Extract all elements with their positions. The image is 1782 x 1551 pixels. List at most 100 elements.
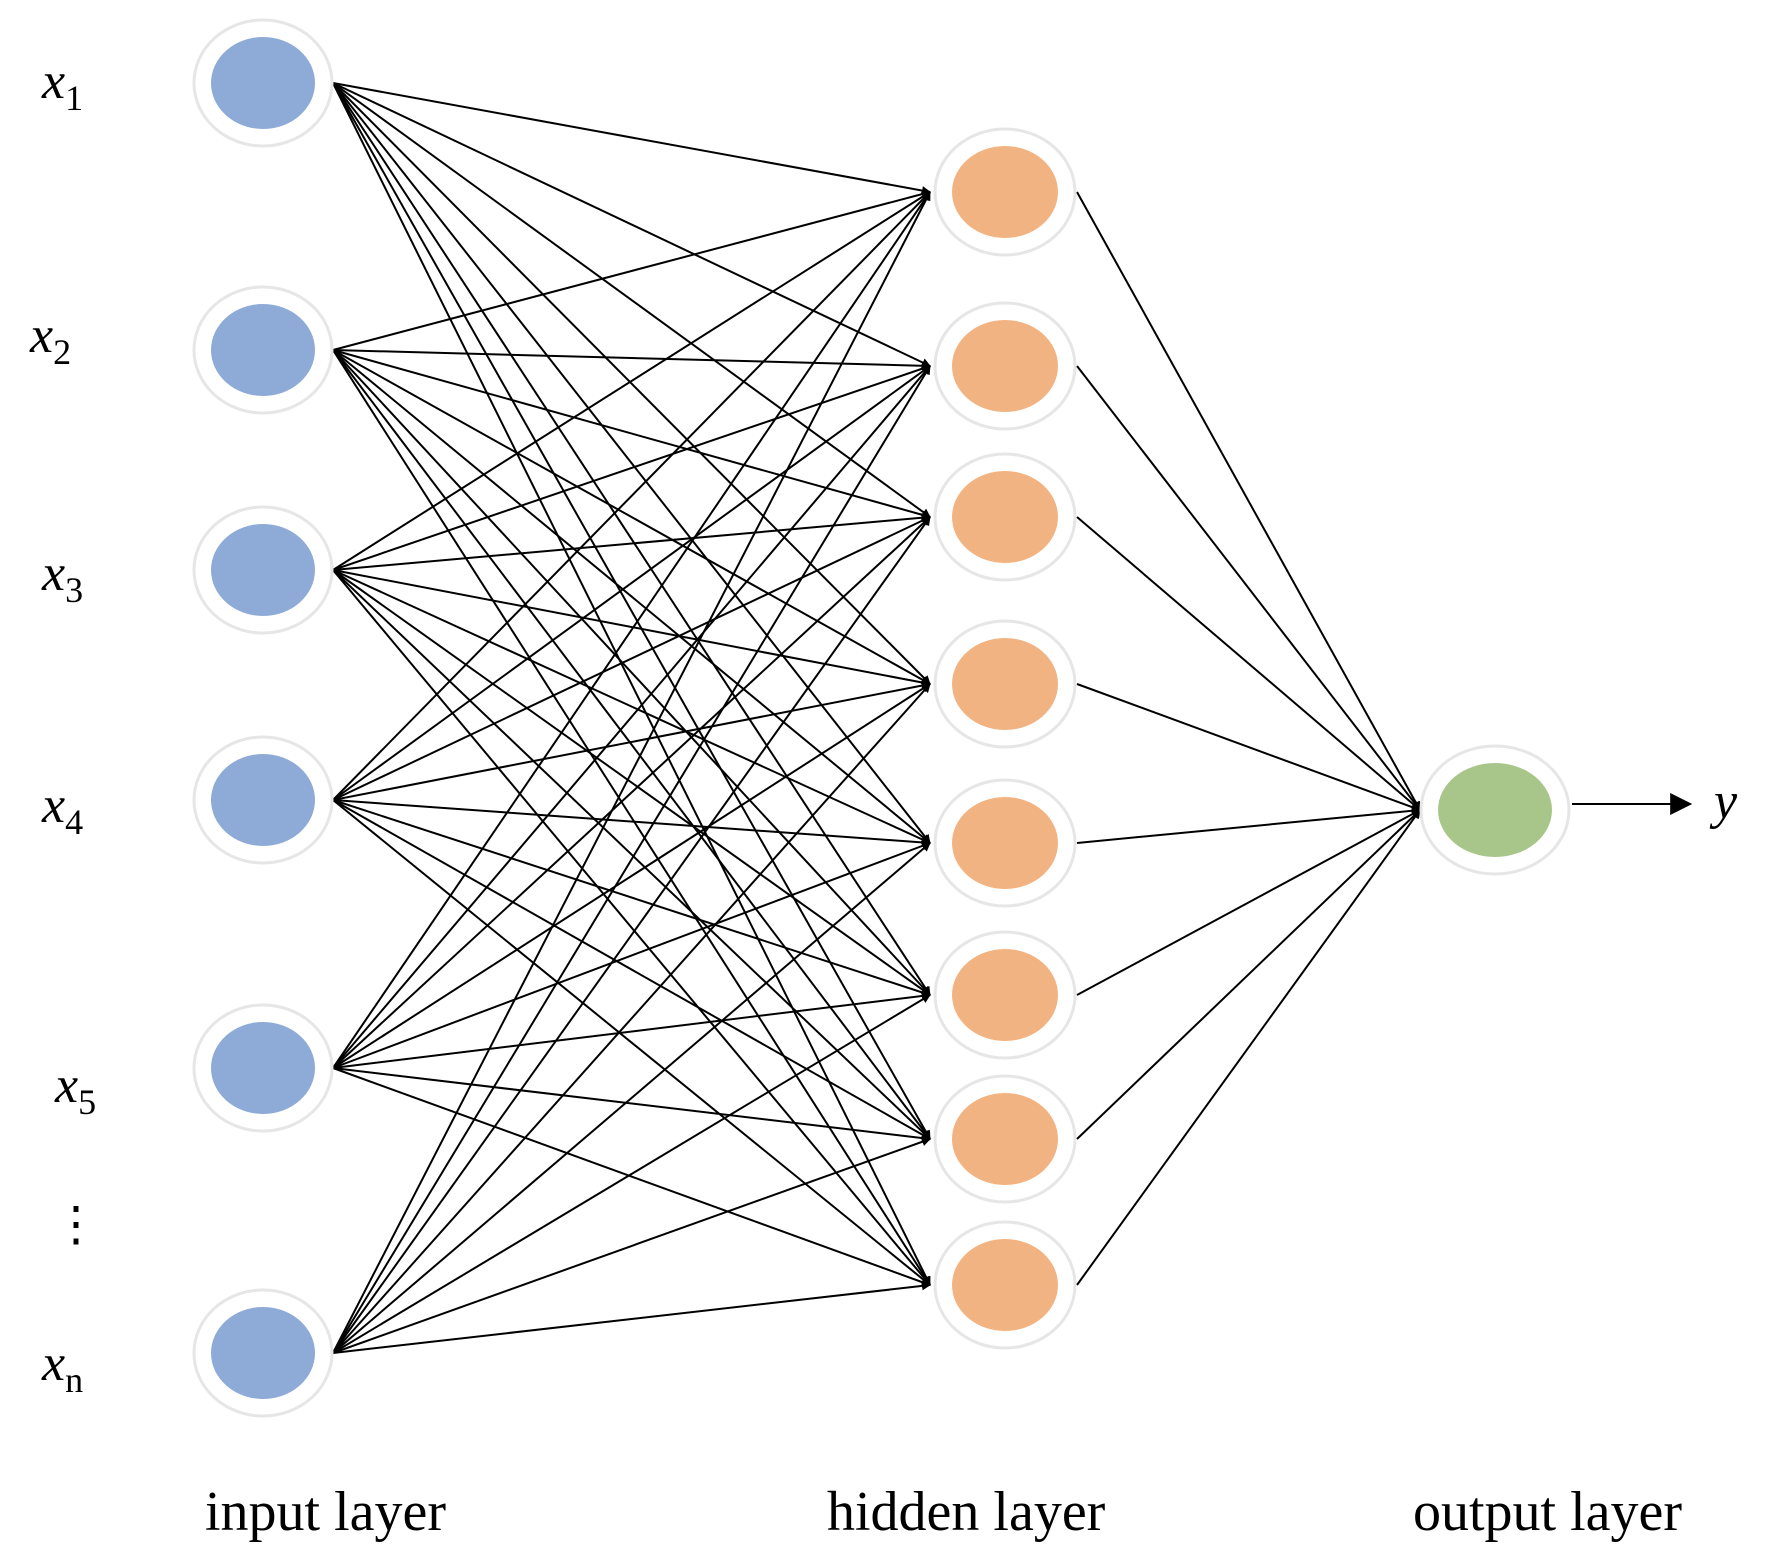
edge-hidden-5-output [1076, 806, 1421, 844]
edge-input-3-hidden-5 [332, 569, 931, 844]
edge-hidden-8-output [1076, 809, 1421, 1286]
edge-input-1-hidden-2 [332, 82, 931, 367]
hidden-node-6-core [952, 949, 1058, 1041]
input-node-1 [192, 18, 334, 148]
input-label-2: x2 [29, 307, 71, 372]
edge-input-3-hidden-1 [332, 191, 931, 571]
output-layer-label: output layer [1413, 1481, 1682, 1543]
hidden-node-4 [933, 619, 1077, 749]
input-node-3-core [211, 524, 315, 616]
edge-input-3-hidden-4 [332, 569, 931, 687]
input-label-subscript: 2 [53, 332, 71, 372]
edge-input-3-hidden-8 [332, 569, 931, 1286]
hidden-node-8-core [952, 1239, 1058, 1331]
edge-input-5-hidden-6 [332, 991, 931, 1069]
hidden-node-1 [933, 127, 1077, 257]
edge-input-4-hidden-3 [332, 516, 931, 801]
input-label-subscript: 5 [78, 1082, 96, 1122]
hidden-node-6 [933, 930, 1077, 1060]
edge-input-5-hidden-7 [332, 1067, 931, 1143]
edge-input-2-hidden-1 [332, 189, 931, 351]
input-node-1-core [211, 37, 315, 129]
hidden-node-3 [933, 452, 1077, 582]
hidden-node-3-core [952, 471, 1058, 563]
input-label-5: x5 [54, 1057, 96, 1122]
hidden-output-connections [1076, 191, 1421, 1286]
input-label-var: x [41, 545, 65, 602]
edge-input-1-hidden-4 [332, 82, 931, 685]
edge-input-5-hidden-2 [332, 365, 931, 1069]
input-label-var: x [41, 53, 65, 110]
edge-hidden-4-output [1076, 683, 1421, 812]
input-layer-nodes [192, 18, 334, 1418]
output-variable-label: y [1709, 773, 1738, 830]
edge-input-4-hidden-5 [332, 799, 931, 847]
edge-input-4-hidden-7 [332, 799, 931, 1140]
output-layer-nodes [1419, 744, 1571, 876]
edge-hidden-6-output [1076, 809, 1421, 996]
input-node-5 [192, 1003, 334, 1133]
edge-hidden-2-output [1076, 365, 1421, 811]
edge-input-1-hidden-6 [332, 82, 931, 996]
edge-input-1-hidden-5 [332, 82, 931, 844]
input-label-var: x [41, 777, 65, 834]
hidden-layer-nodes [933, 127, 1077, 1350]
edge-input-1-hidden-1 [332, 82, 931, 195]
edge-input-2-hidden-2 [332, 349, 931, 371]
input-label-var: x [41, 1335, 65, 1392]
output-node [1419, 744, 1571, 876]
hidden-layer-label: hidden layer [827, 1481, 1106, 1543]
input-node-6 [192, 1288, 334, 1418]
input-label-subscript: n [65, 1360, 83, 1400]
edge-input-2-hidden-3 [332, 349, 931, 520]
hidden-node-5 [933, 778, 1077, 908]
hidden-node-1-core [952, 146, 1058, 238]
edge-input-3-hidden-3 [332, 513, 931, 571]
edge-input-3-hidden-2 [332, 364, 931, 571]
input-label-var: x [54, 1057, 78, 1114]
edge-hidden-1-output [1076, 191, 1421, 811]
edge-input-5-hidden-4 [332, 683, 931, 1069]
output-node-core [1438, 763, 1552, 857]
edge-input-4-hidden-6 [332, 799, 931, 997]
edge-input-6-hidden-7 [332, 1137, 931, 1354]
edge-input-6-hidden-2 [332, 365, 931, 1354]
edge-input-5-hidden-3 [332, 516, 931, 1069]
edge-input-3-hidden-7 [332, 569, 931, 1140]
hidden-node-7 [933, 1074, 1077, 1204]
edge-input-6-hidden-4 [332, 683, 931, 1354]
hidden-node-8 [933, 1220, 1077, 1350]
input-layer-label: input layer [205, 1481, 446, 1543]
input-label-3: x3 [41, 545, 83, 610]
input-node-6-core [211, 1307, 315, 1399]
edge-input-2-hidden-8 [332, 349, 931, 1286]
edge-hidden-7-output [1076, 809, 1421, 1140]
edge-input-4-hidden-2 [332, 365, 931, 801]
hidden-node-4-core [952, 638, 1058, 730]
edge-input-5-hidden-8 [332, 1067, 931, 1287]
edge-input-4-hidden-4 [332, 681, 931, 801]
edge-input-6-hidden-5 [332, 842, 931, 1354]
edge-input-3-hidden-6 [332, 569, 931, 996]
input-label-subscript: 4 [65, 802, 83, 842]
edge-input-1-hidden-8 [332, 82, 931, 1286]
input-label-1: x1 [41, 53, 83, 118]
edge-input-6-hidden-1 [332, 191, 931, 1354]
edge-input-2-hidden-6 [332, 349, 931, 996]
input-node-3 [192, 505, 334, 635]
input-label-6: xn [41, 1335, 83, 1400]
hidden-node-5-core [952, 797, 1058, 889]
edge-input-5-hidden-1 [332, 191, 931, 1069]
hidden-node-2-core [952, 320, 1058, 412]
edge-hidden-3-output [1076, 516, 1421, 811]
edge-input-4-hidden-8 [332, 799, 931, 1286]
input-node-4-core [211, 754, 315, 846]
input-node-2-core [211, 304, 315, 396]
input-label-subscript: 1 [65, 78, 83, 118]
input-node-5-core [211, 1022, 315, 1114]
edge-input-4-hidden-1 [332, 191, 931, 801]
input-node-2 [192, 285, 334, 415]
hidden-node-7-core [952, 1093, 1058, 1185]
